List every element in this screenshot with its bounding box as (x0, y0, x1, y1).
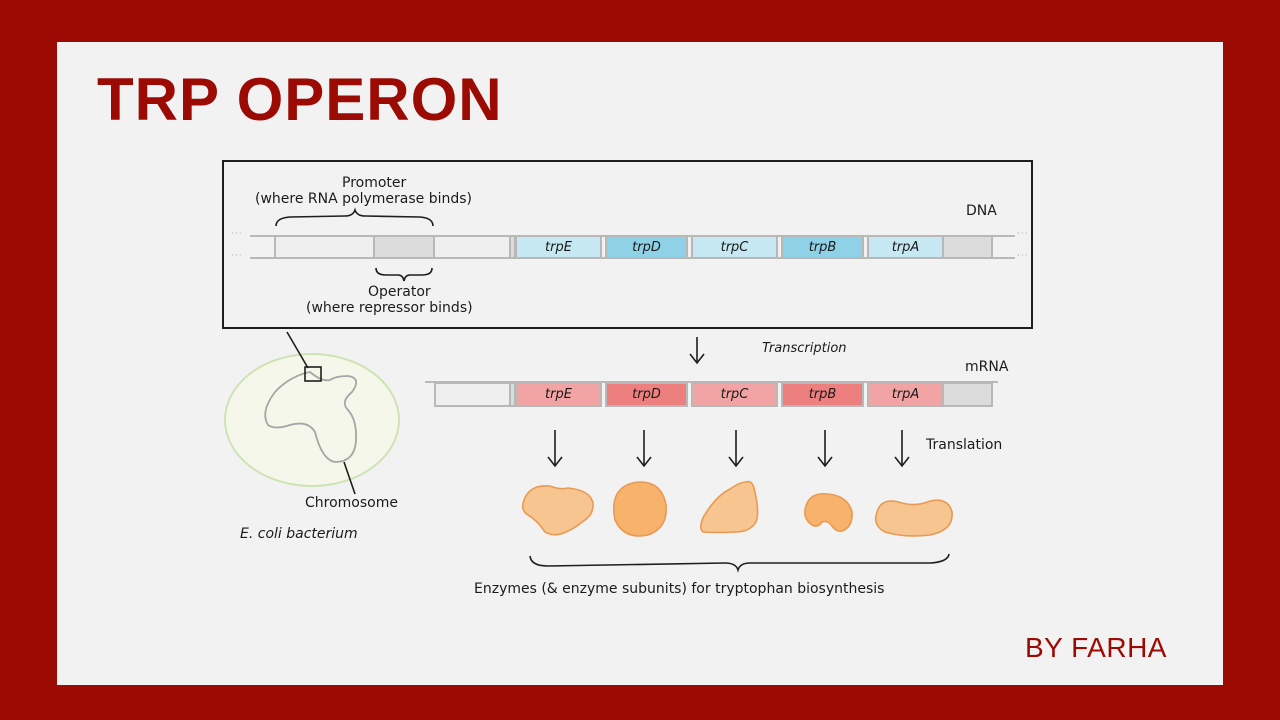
chromosome-label: Chromosome (305, 495, 398, 511)
dna-zoom-box (222, 160, 1033, 329)
promoter-label: Promoter (342, 175, 407, 191)
promoter-description: (where RNA polymerase binds) (255, 191, 472, 207)
bacterium-label: E. coli bacterium (240, 526, 358, 542)
mrna-gene-trpB: trpB (781, 382, 864, 407)
mrna-gene-trpD: trpD (605, 382, 688, 407)
dna-gene-trpD: trpD (605, 235, 688, 259)
mrna-terminator-region (942, 382, 993, 407)
dna-continuation-left-bottom: ··· (231, 251, 243, 261)
dna-locus-marker-icon (304, 366, 322, 382)
enzyme-trpB-icon (804, 492, 853, 532)
operator-description: (where repressor binds) (306, 300, 473, 316)
leader-region (433, 235, 511, 259)
chromosome-icon (264, 371, 358, 463)
mrna-label: mRNA (965, 359, 1009, 375)
enzymes-label: Enzymes (& enzyme subunits) for tryptoph… (474, 581, 885, 597)
dna-continuation-left-top: ··· (231, 229, 243, 239)
dna-continuation-right-top: ··· (1017, 229, 1029, 239)
dna-gene-trpE: trpE (515, 235, 602, 259)
page-title: TRP OPERON (97, 66, 503, 133)
promoter-region (274, 235, 375, 259)
enzyme-trpE-icon (521, 484, 594, 536)
author-credit: BY FARHA (1025, 632, 1167, 663)
dna-label: DNA (966, 203, 997, 219)
transcription-label: Transcription (762, 341, 847, 356)
mrna-gene-trpA: trpA (867, 382, 944, 407)
mrna-gene-trpE: trpE (515, 382, 602, 407)
dna-continuation-right-bottom: ··· (1017, 251, 1029, 261)
operator-label: Operator (368, 284, 431, 300)
enzyme-trpA-icon (874, 499, 953, 537)
dna-gene-trpB: trpB (781, 235, 864, 259)
enzyme-trpD-icon (612, 481, 667, 537)
enzyme-trpC-icon (699, 480, 759, 534)
slide-canvas (57, 42, 1223, 685)
terminator-region (942, 235, 993, 259)
enzymes-brace-icon (529, 553, 950, 573)
translation-label: Translation (926, 437, 1003, 453)
dna-gene-trpA: trpA (867, 235, 944, 259)
mrna-gene-trpC: trpC (691, 382, 778, 407)
dna-gene-trpC: trpC (691, 235, 778, 259)
